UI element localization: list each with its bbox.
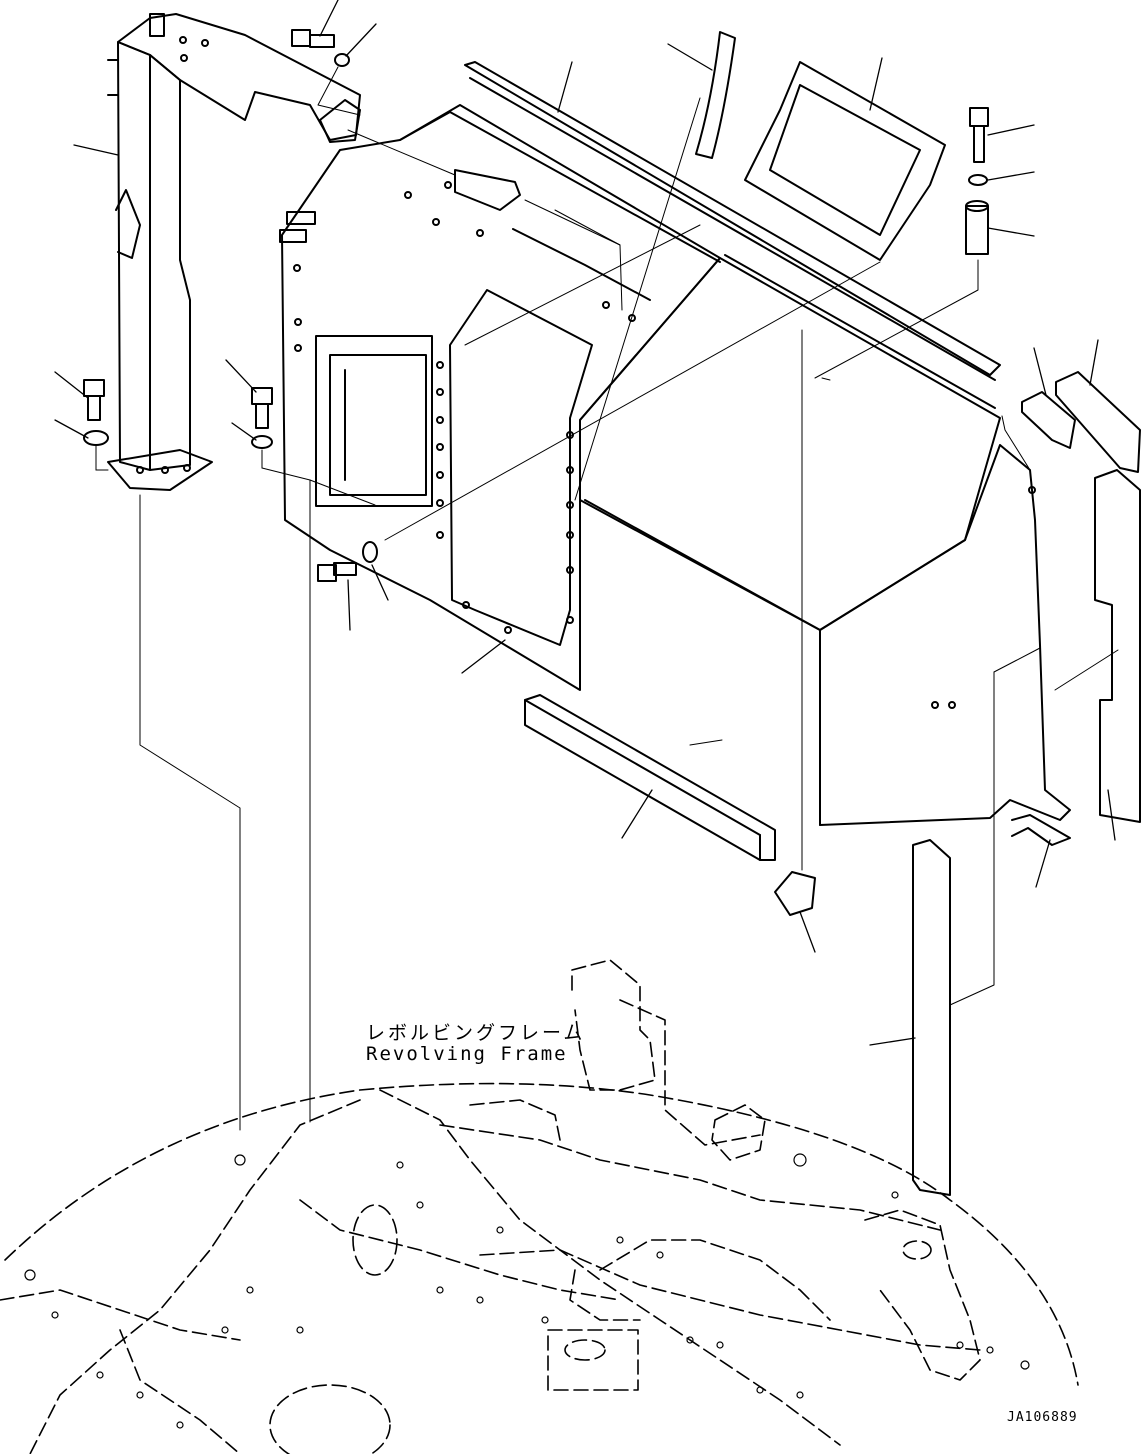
washer-lower-part	[362, 541, 378, 563]
support-bracket-part	[107, 13, 361, 491]
spacer-collar-part	[965, 200, 989, 255]
bolt-lower-part	[317, 562, 357, 582]
foam-block-small-part	[1021, 391, 1076, 449]
foam-block-large-part	[1055, 371, 1141, 473]
drawing-number: JA106889	[1007, 1410, 1078, 1425]
panel-left-face-part	[281, 104, 721, 691]
top-rail-part	[464, 61, 1001, 381]
curved-strip-part	[695, 31, 736, 159]
small-wedge-part	[774, 871, 816, 916]
bolt-top-right-part	[969, 107, 989, 163]
pin-clip-part	[279, 211, 316, 243]
frame-holes	[24, 1153, 1030, 1429]
revolving-frame-label-jp: レボルビングフレーム	[366, 1022, 586, 1044]
washer-mid-part	[251, 435, 273, 449]
bolt-mid-part	[251, 387, 273, 429]
washer-top-part	[334, 53, 350, 67]
bottom-tall-strip-part	[912, 839, 951, 1196]
bottom-seal-part	[524, 694, 776, 861]
revolving-frame-label-en: Revolving Frame	[366, 1043, 568, 1065]
foam-strip-tall-part	[1094, 469, 1141, 823]
panel-right-face-part	[579, 254, 1071, 826]
bolt-left-part	[83, 379, 105, 421]
leader-lines	[54, 0, 1116, 1046]
mount-block-part	[319, 99, 361, 143]
bent-clip-part	[1011, 814, 1071, 846]
frame-plate-part	[744, 61, 946, 261]
bolt-top-part	[291, 29, 335, 48]
assembly-lines	[95, 66, 1119, 1131]
washer-top-right-part	[968, 174, 988, 186]
